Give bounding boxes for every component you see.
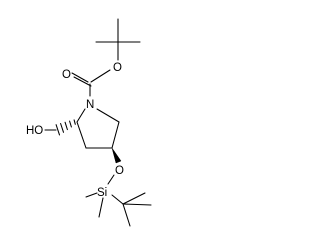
- tert-butyl-silyl: [122, 192, 152, 227]
- hashed-stereo-bond: [55, 119, 76, 136]
- carbonyl-oxygen-label: O: [62, 69, 71, 81]
- hydroxymethyl-group: [44, 119, 76, 136]
- molecule-structure: O O N HO O Si: [26, 18, 152, 227]
- pyrrolidine-ring: [76, 108, 120, 149]
- bond-c5-to-c4: [111, 121, 120, 149]
- bond-c3-to-c2: [76, 121, 87, 149]
- silicon-label: Si: [97, 187, 107, 199]
- ring-nitrogen-label: N: [86, 99, 94, 111]
- boc-carbamate: [71, 69, 111, 97]
- hydroxyl-label: HO: [26, 125, 43, 137]
- silyl-ether: [85, 147, 124, 218]
- bond-ester-oxygen-to-carbonyl: [90, 69, 111, 83]
- ester-oxygen-label: O: [113, 62, 122, 74]
- ether-oxygen-label: O: [115, 165, 124, 177]
- bond-n-to-c5: [96, 108, 120, 123]
- bond-c2-to-n: [76, 108, 86, 123]
- bond-silicon-methyl-down: [98, 197, 104, 218]
- wedge-stereo-bond: [111, 147, 122, 164]
- bond-tbu-si-methyl-up: [122, 192, 146, 205]
- bond-carbonyl-double-a: [71, 72, 89, 83]
- bond-silicon-to-quaternary-carbon: [111, 194, 124, 205]
- tert-butyl-top: [95, 18, 141, 61]
- bond-oxygen-to-silicon: [107, 174, 115, 185]
- bond-carbonyl-double-b: [73, 76, 92, 87]
- bond-tbu-si-methyl-right: [122, 203, 152, 206]
- bond-silicon-methyl-left: [85, 192, 98, 198]
- bond-tbu-si-methyl-down: [122, 203, 131, 227]
